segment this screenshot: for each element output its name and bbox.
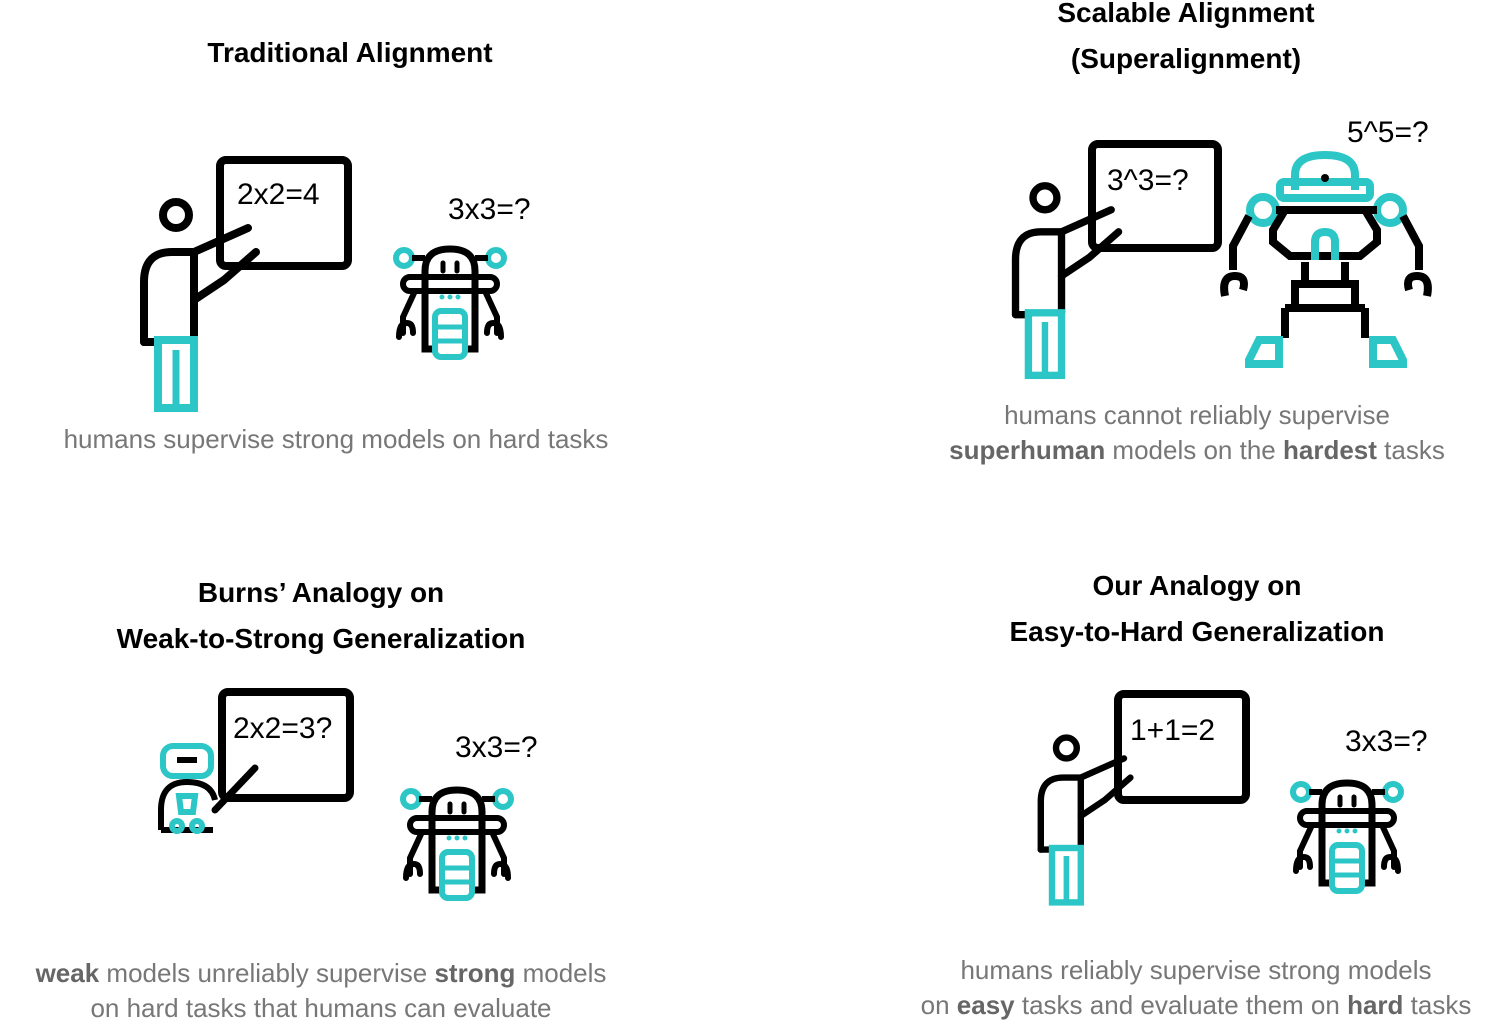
question-text: 3x3=? [1345,725,1428,758]
board-text: 2x2=3? [233,712,333,745]
ours-title: Our Analogy on Easy-to-Hard Generalizati… [1009,570,1385,647]
blackboard-icon [218,688,354,802]
scalable-caption: humans cannot reliably supervise superhu… [949,400,1445,465]
blackboard-icon [216,156,352,270]
board-text: 3^3=? [1107,164,1189,197]
question-text: 5^5=? [1347,116,1429,149]
scalable-title: Scalable Alignment (Superalignment) [1057,0,1315,74]
blackboard-icon [1088,140,1222,252]
robot-icon [402,790,517,905]
teacher-icon [138,200,268,415]
robot-icon [1292,783,1407,898]
burns-caption: weak models unreliably supervise strong … [35,958,607,1023]
ours-caption: humans reliably supervise strong models … [920,955,1472,1020]
small-robot-icon [158,743,259,834]
board-text: 1+1=2 [1130,714,1216,747]
question-text: 3x3=? [455,731,538,764]
large-robot-icon [1220,150,1432,368]
teacher-icon [1036,736,1166,951]
robot-icon [395,249,510,364]
board-text: 2x2=4 [237,178,320,211]
question-text: 3x3=? [448,193,531,226]
traditional-caption: humans supervise strong models on hard t… [63,424,609,454]
traditional-title: Traditional Alignment [207,37,493,68]
burns-title: Burns’ Analogy on Weak-to-Strong General… [116,577,526,654]
teacher-icon [1010,184,1140,399]
blackboard-icon [1114,690,1250,804]
